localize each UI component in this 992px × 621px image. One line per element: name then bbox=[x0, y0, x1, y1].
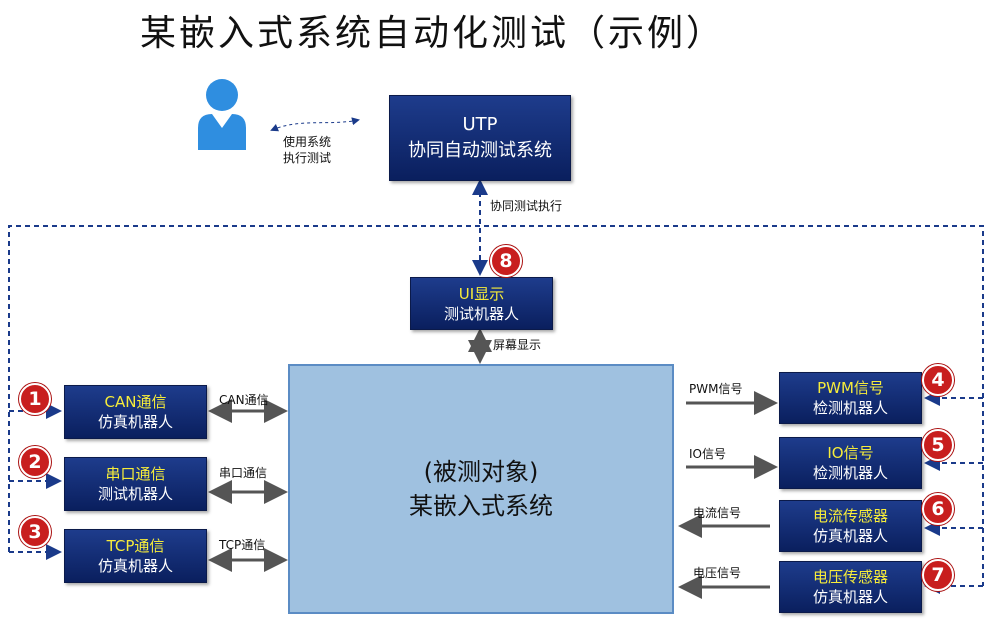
screen-link-label: 屏幕显示 bbox=[493, 338, 542, 352]
user-note: 使用系统 执行测试 bbox=[283, 134, 331, 166]
user-icon bbox=[198, 79, 246, 150]
user-utp-link bbox=[270, 117, 360, 132]
utp-system-box[interactable]: UTP 协同自动测试系统 bbox=[389, 95, 571, 181]
step-badge-6: 6 bbox=[922, 493, 954, 525]
robot-1-name: CAN通信 bbox=[104, 393, 167, 411]
ui-robot-box[interactable]: UI显示 测试机器人 bbox=[410, 277, 553, 330]
step-badge-3: 3 bbox=[19, 516, 51, 548]
ui-robot-name: UI显示 bbox=[458, 284, 505, 303]
io-link-label: IO信号 bbox=[689, 447, 726, 461]
robot-3-name: TCP通信 bbox=[106, 537, 165, 555]
step-badge-4: 4 bbox=[922, 364, 954, 396]
utp-subtitle: 协同自动测试系统 bbox=[408, 140, 552, 161]
voltage-link-label: 电压信号 bbox=[693, 566, 742, 580]
left-robot-1[interactable]: CAN通信 仿真机器人 bbox=[64, 385, 207, 439]
robot-4-role: 检测机器人 bbox=[812, 399, 888, 417]
serial-link-label: 串口通信 bbox=[219, 466, 268, 480]
step-badge-8: 8 bbox=[490, 245, 522, 277]
utp-title: UTP bbox=[462, 114, 498, 135]
step-badge-5: 5 bbox=[922, 429, 954, 461]
robot-5-name: IO信号 bbox=[827, 444, 874, 462]
coop-link-label: 协同测试执行 bbox=[490, 199, 563, 213]
current-link-label: 电流信号 bbox=[693, 506, 742, 520]
tcp-link-label: TCP通信 bbox=[219, 538, 266, 552]
user-note-line2: 执行测试 bbox=[283, 151, 332, 165]
left-robot-2[interactable]: 串口通信 测试机器人 bbox=[64, 457, 207, 511]
coordination-loop bbox=[8, 225, 984, 586]
robot-2-role: 测试机器人 bbox=[97, 485, 173, 503]
robot-2-name: 串口通信 bbox=[105, 465, 166, 483]
right-robot-5[interactable]: IO信号 检测机器人 bbox=[779, 437, 922, 489]
pwm-link-label: PWM信号 bbox=[689, 382, 743, 396]
device-under-test[interactable]: (被测对象) 某嵌入式系统 bbox=[288, 364, 674, 614]
dut-caption: (被测对象) bbox=[423, 458, 539, 486]
ui-robot-role: 测试机器人 bbox=[443, 304, 519, 323]
right-robot-6[interactable]: 电流传感器 仿真机器人 bbox=[779, 500, 922, 552]
page-title: 某嵌入式系统自动化测试（示例） bbox=[140, 13, 726, 54]
step-badge-7: 7 bbox=[922, 559, 954, 591]
user-note-line1: 使用系统 bbox=[283, 135, 332, 149]
robot-6-role: 仿真机器人 bbox=[812, 527, 888, 545]
left-robot-3[interactable]: TCP通信 仿真机器人 bbox=[64, 529, 207, 583]
step-badge-1: 1 bbox=[19, 383, 51, 415]
right-robot-4[interactable]: PWM信号 检测机器人 bbox=[779, 372, 922, 424]
dut-name: 某嵌入式系统 bbox=[409, 492, 553, 520]
step-badge-2: 2 bbox=[19, 446, 51, 478]
robot-3-role: 仿真机器人 bbox=[97, 557, 173, 575]
robot-7-role: 仿真机器人 bbox=[812, 588, 888, 606]
robot-5-role: 检测机器人 bbox=[812, 464, 888, 482]
right-robot-7[interactable]: 电压传感器 仿真机器人 bbox=[779, 561, 922, 613]
robot-7-name: 电压传感器 bbox=[812, 568, 888, 586]
robot-4-name: PWM信号 bbox=[817, 379, 884, 397]
robot-6-name: 电流传感器 bbox=[812, 507, 888, 525]
robot-1-role: 仿真机器人 bbox=[97, 413, 173, 431]
can-link-label: CAN通信 bbox=[219, 393, 269, 407]
